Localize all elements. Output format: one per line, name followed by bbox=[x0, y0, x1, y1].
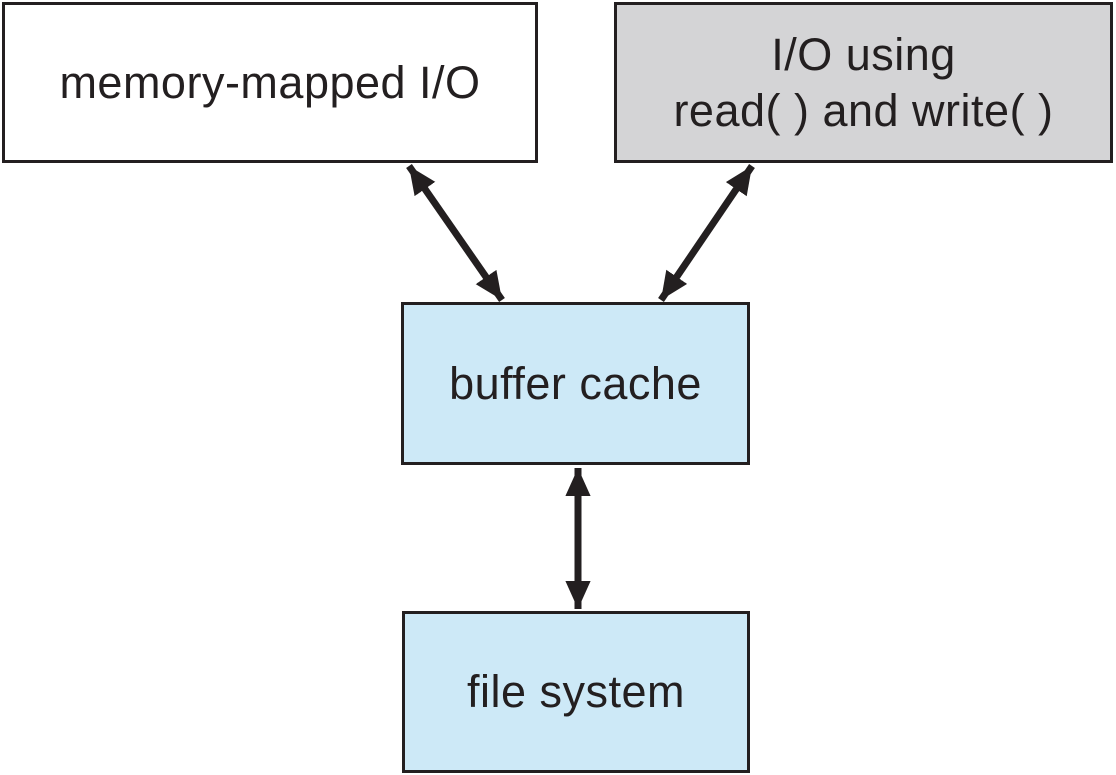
arrow-memory-mapped-to-buffer-cache bbox=[406, 164, 505, 302]
node-memory-mapped-io: memory-mapped I/O bbox=[2, 2, 538, 163]
node-io-using-read-write-line1: I/O using bbox=[771, 28, 956, 80]
node-file-system-label: file system bbox=[466, 666, 686, 717]
node-io-using-read-write: I/O using read( ) and write( ) bbox=[614, 2, 1113, 163]
node-buffer-cache-label: buffer cache bbox=[449, 357, 702, 409]
node-file-system: file system bbox=[402, 611, 750, 773]
node-io-using-read-write-line2: read( ) and write( ) bbox=[673, 84, 1054, 136]
node-memory-mapped-io-label: memory-mapped I/O bbox=[59, 56, 481, 108]
node-io-using-read-write-label: I/O using read( ) and write( ) bbox=[673, 27, 1053, 139]
arrow-io-syscalls-to-buffer-cache bbox=[658, 164, 755, 302]
node-buffer-cache: buffer cache bbox=[401, 302, 750, 465]
